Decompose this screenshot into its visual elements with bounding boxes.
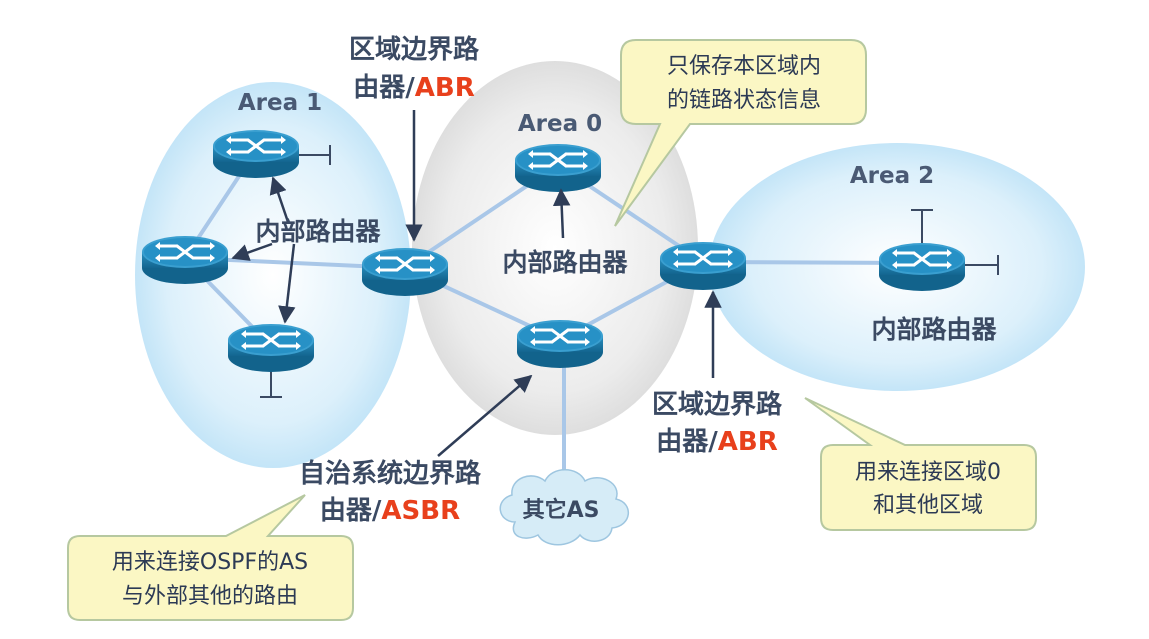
callout-right: 用来连接区域0 和其他区域 [804,397,1037,531]
arrow-internal-area0 [552,188,571,239]
internal-router-label-area0: 内部路由器 [502,248,628,277]
arrow-internal-area1-left [231,242,273,261]
router-abr-area2 [658,240,748,292]
internal-router-label-area1: 内部路由器 [255,217,381,246]
router-area1-top [211,128,301,180]
callout-left-line2: 与外部其他的路由 [122,584,298,609]
abr-top-line2: 由器/ABR [353,73,474,103]
router-asbr [515,318,605,370]
area0-region [412,61,698,435]
abr-bottom-line2: 由器/ABR [656,427,777,457]
area1-label: Area 1 [238,90,322,116]
area2-label: Area 2 [850,163,934,189]
router-area1-left [140,234,230,286]
callout-top: 只保存本区域内 的链路状态信息 [614,39,867,227]
asbr-line2: 由器/ASBR [320,496,460,526]
abr-bottom-line1: 区域边界路 [652,389,783,420]
callout-left-line1: 用来连接OSPF的AS [112,550,308,575]
callout-left: 用来连接OSPF的AS 与外部其他的路由 [67,494,354,621]
area1-region [135,82,411,468]
callout-top-line2: 的链路状态信息 [667,88,821,113]
abr-top-line1: 区域边界路 [349,34,480,65]
internal-router-label-area2: 内部路由器 [871,315,997,344]
callout-right-line2: 和其他区域 [873,493,983,518]
asbr-line1: 自治系统边界路 [299,458,482,489]
arrow-asbr [437,374,533,457]
router-area2 [877,241,967,293]
arrow-internal-area1-up [269,176,290,223]
router-area0-top [513,142,603,194]
router-area1-bottom [226,322,316,374]
other-as-cloud: 其它AS [499,469,629,546]
area0-label: Area 0 [518,111,602,137]
callout-right-line1: 用来连接区域0 [855,460,1001,485]
other-as-label: 其它AS [523,497,600,523]
arrow-internal-area1-down [278,243,296,324]
router-abr-area1 [360,246,450,298]
callout-top-line1: 只保存本区域内 [667,54,821,79]
